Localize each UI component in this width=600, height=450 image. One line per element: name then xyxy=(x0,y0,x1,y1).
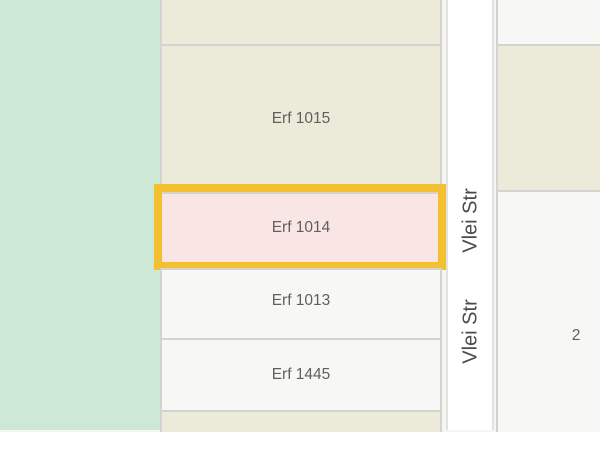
parcel-erf-1014[interactable] xyxy=(160,192,442,268)
parcel-top xyxy=(160,0,442,46)
parcel-right-lower[interactable] xyxy=(496,190,600,434)
street-label-vlei-upper: Vlei Str xyxy=(459,188,482,253)
parcel-label-erf-1014: Erf 1014 xyxy=(271,219,331,236)
street-label-vlei-lower: Vlei Str xyxy=(459,299,482,364)
parcel-highlight xyxy=(154,184,446,270)
parcel-label-erf-1445: Erf 1445 xyxy=(271,366,331,383)
map-bottom-margin xyxy=(0,432,600,450)
parcel-bottom xyxy=(160,410,442,434)
parcel-right-middle xyxy=(496,44,600,192)
parcel-erf-1015[interactable] xyxy=(160,44,442,194)
park-area xyxy=(0,0,160,430)
parcel-right-top xyxy=(496,0,600,46)
parcel-label-right-lower: 2 xyxy=(571,327,581,344)
vlei-street-road xyxy=(446,0,494,430)
parcel-label-erf-1013: Erf 1013 xyxy=(271,292,331,309)
parcel-label-erf-1015: Erf 1015 xyxy=(271,110,331,127)
